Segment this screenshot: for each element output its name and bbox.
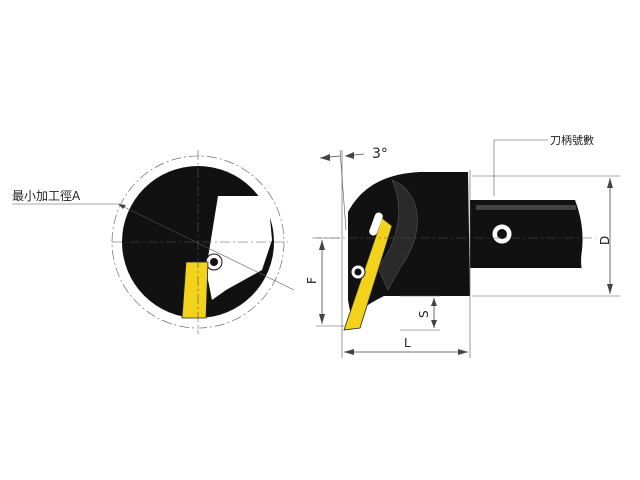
dimension-D-label: D bbox=[598, 236, 612, 245]
min-bore-leader bbox=[119, 204, 295, 291]
bore-detail-view bbox=[12, 150, 295, 334]
angle-label: 3° bbox=[372, 146, 388, 162]
bore-clearance-area bbox=[206, 196, 272, 300]
dimension-L bbox=[344, 349, 468, 355]
dimension-F-label: F bbox=[305, 277, 319, 284]
shank-number-leader bbox=[493, 139, 548, 196]
angle-dimension bbox=[319, 149, 365, 231]
dimension-S-label: S bbox=[417, 310, 431, 318]
insert-detail bbox=[181, 261, 209, 319]
dimension-D bbox=[472, 175, 620, 297]
min-bore-label: 最小加工徑A bbox=[12, 189, 81, 203]
shank-body bbox=[470, 200, 583, 269]
dimension-L-label: L bbox=[404, 336, 411, 350]
shank-number-label: 刀柄號數 bbox=[550, 134, 594, 147]
dimension-S bbox=[400, 295, 440, 331]
insert-main bbox=[343, 217, 393, 331]
side-view bbox=[312, 150, 596, 358]
dimension-F bbox=[316, 237, 344, 327]
